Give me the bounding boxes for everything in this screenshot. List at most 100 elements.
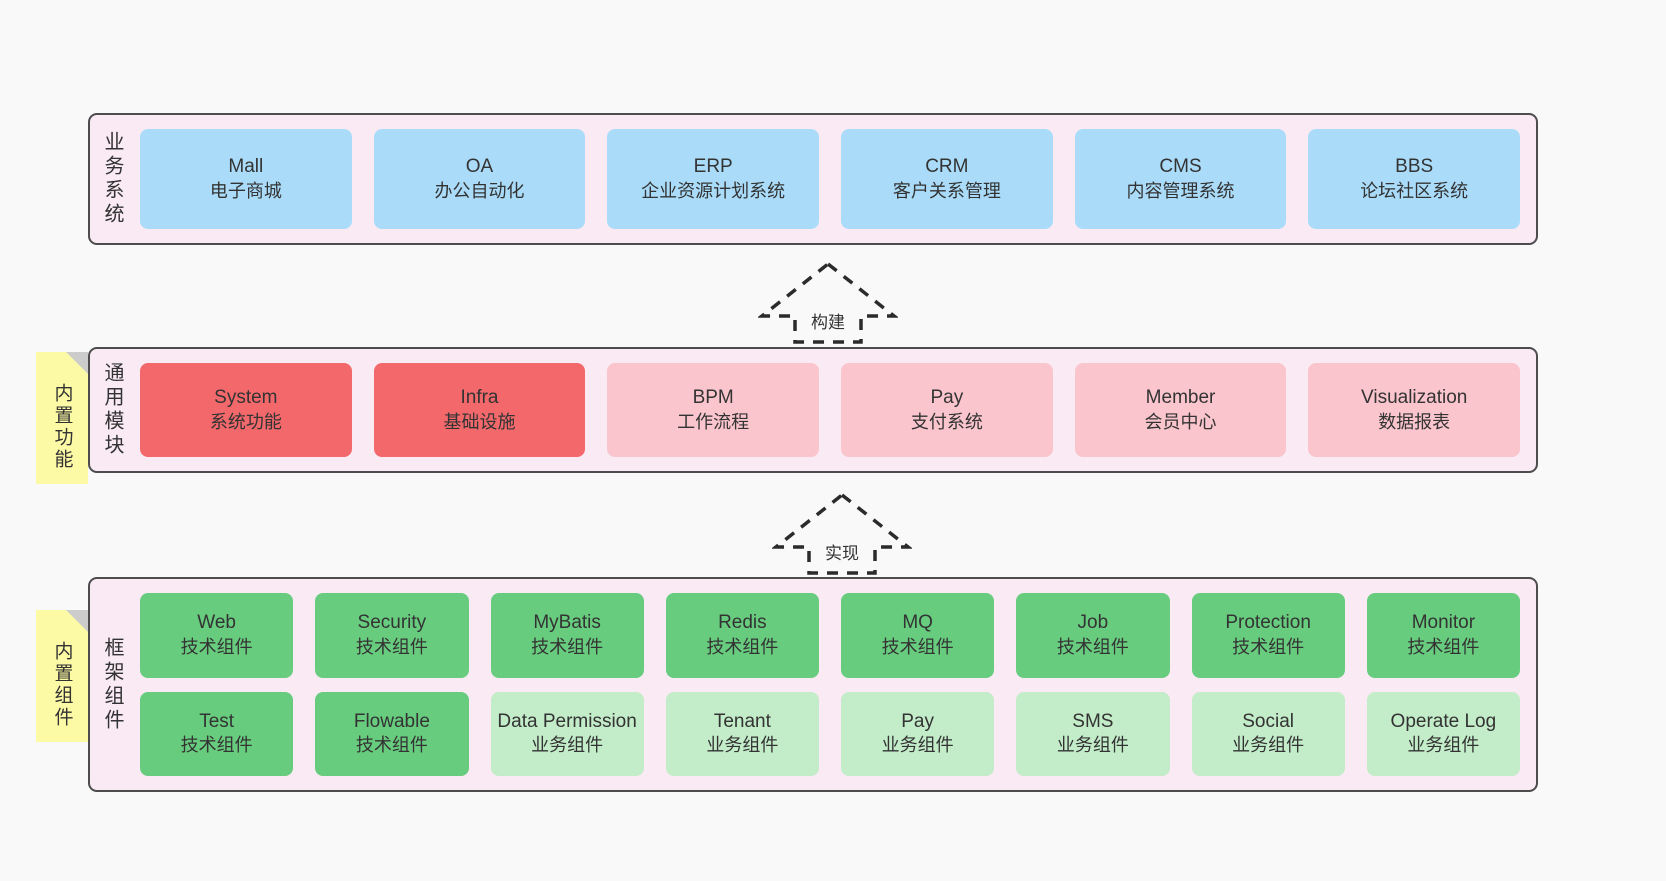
module-box-flowable[interactable]: Flowable 技术组件: [315, 691, 469, 776]
module-desc: 系统功能: [209, 411, 282, 432]
module-box-operate-log[interactable]: Operate Log 业务组件: [1366, 691, 1520, 776]
layer-business-system: 业务系统 Mall 电子商城 OA 办公自动化 ERP 企业资源计划系统 CRM…: [88, 113, 1538, 245]
module-name: CRM: [925, 155, 969, 177]
module-box-job[interactable]: Job 技术组件: [1016, 593, 1170, 678]
module-row: Mall 电子商城 OA 办公自动化 ERP 企业资源计划系统 CRM 客户关系…: [140, 129, 1521, 229]
module-desc: 客户关系管理: [892, 180, 1001, 201]
module-desc: 基础设施: [443, 411, 516, 432]
module-box-member[interactable]: Member 会员中心: [1074, 363, 1287, 457]
module-name: Monitor: [1411, 612, 1476, 634]
module-desc: 工作流程: [677, 411, 750, 432]
module-name: Web: [197, 612, 236, 634]
module-desc: 论坛社区系统: [1360, 180, 1469, 201]
module-name: Social: [1242, 710, 1294, 732]
module-desc: 电子商城: [209, 180, 282, 201]
module-box-tenant[interactable]: Tenant 业务组件: [665, 691, 819, 776]
module-desc: 业务组件: [881, 735, 954, 756]
module-box-infra[interactable]: Infra 基础设施: [373, 363, 586, 457]
note-fold-corner-icon: [66, 610, 88, 632]
module-desc: 技术组件: [1407, 636, 1480, 657]
module-desc: 业务组件: [531, 735, 604, 756]
layer-common-module: 通用模块 System 系统功能 Infra 基础设施 BPM 工作流程 Pay…: [88, 347, 1538, 473]
module-box-test[interactable]: Test 技术组件: [140, 691, 294, 776]
module-name: Pay: [930, 386, 964, 408]
layer-body-framework-component: Web 技术组件 Security 技术组件 MyBatis 技术组件 Redi…: [134, 579, 1536, 790]
uml-arrow-build-shape: [758, 261, 898, 344]
module-desc: 技术组件: [180, 636, 253, 657]
module-name: Tenant: [713, 710, 771, 732]
layer-title-business-system: 业务系统: [101, 131, 123, 227]
note-builtin-function: 内置功能: [36, 352, 88, 484]
note-fold-corner-icon: [66, 352, 88, 374]
module-name: Protection: [1225, 612, 1311, 634]
module-name: Mall: [228, 155, 264, 177]
module-desc: 业务组件: [1407, 735, 1480, 756]
module-box-bpm[interactable]: BPM 工作流程: [607, 363, 820, 457]
module-name: Member: [1145, 386, 1216, 408]
module-desc: 技术组件: [706, 636, 779, 657]
module-name: CMS: [1159, 155, 1202, 177]
module-row-technical: Web 技术组件 Security 技术组件 MyBatis 技术组件 Redi…: [140, 593, 1520, 678]
module-row-business: Test 技术组件 Flowable 技术组件 Data Permission …: [140, 691, 1520, 776]
module-box-mall[interactable]: Mall 电子商城: [140, 129, 352, 229]
module-name: Infra: [460, 386, 499, 408]
module-name: Security: [357, 612, 427, 634]
module-box-erp[interactable]: ERP 企业资源计划系统: [607, 129, 820, 229]
module-name: Pay: [901, 710, 934, 732]
module-box-sms[interactable]: SMS 业务组件: [1016, 691, 1170, 776]
layer-title-framework-component: 框架组件: [101, 636, 123, 733]
module-name: BBS: [1395, 155, 1434, 177]
module-desc: 技术组件: [531, 636, 604, 657]
module-box-mybatis[interactable]: MyBatis 技术组件: [490, 593, 644, 678]
layer-body-business-system: Mall 电子商城 OA 办公自动化 ERP 企业资源计划系统 CRM 客户关系…: [134, 115, 1536, 243]
module-box-security[interactable]: Security 技术组件: [315, 593, 469, 678]
module-box-mq[interactable]: MQ 技术组件: [841, 593, 995, 678]
module-desc: 业务组件: [1232, 735, 1305, 756]
module-name: OA: [465, 155, 494, 177]
module-box-bbs[interactable]: BBS 论坛社区系统: [1308, 129, 1521, 229]
module-name: Test: [199, 710, 235, 732]
uml-arrow-build: 构建: [758, 258, 898, 346]
module-name: BPM: [692, 386, 734, 408]
module-name: SMS: [1072, 710, 1114, 732]
module-box-monitor[interactable]: Monitor 技术组件: [1366, 593, 1520, 678]
module-name: Operate Log: [1390, 710, 1497, 732]
module-desc: 内容管理系统: [1126, 180, 1235, 201]
module-box-pay-business[interactable]: Pay 业务组件: [841, 691, 995, 776]
module-box-social[interactable]: Social 业务组件: [1191, 691, 1345, 776]
uml-arrow-implement: 实现: [772, 489, 912, 577]
module-box-visualization[interactable]: Visualization 数据报表: [1308, 363, 1521, 457]
module-desc: 技术组件: [881, 636, 954, 657]
module-name: Data Permission: [497, 710, 637, 732]
layer-body-common-module: System 系统功能 Infra 基础设施 BPM 工作流程 Pay 支付系统…: [134, 349, 1536, 471]
module-box-crm[interactable]: CRM 客户关系管理: [841, 129, 1053, 229]
module-box-cms[interactable]: CMS 内容管理系统: [1074, 129, 1287, 229]
module-box-pay[interactable]: Pay 支付系统: [841, 363, 1053, 457]
module-desc: 企业资源计划系统: [641, 180, 786, 201]
module-desc: 数据报表: [1378, 411, 1451, 432]
module-desc: 技术组件: [355, 735, 428, 756]
uml-arrow-build-label: 构建: [809, 308, 847, 333]
module-name: MQ: [902, 612, 933, 634]
module-box-data-permission[interactable]: Data Permission 业务组件: [490, 691, 644, 776]
layer-title-common-module: 通用模块: [101, 362, 123, 458]
module-desc: 会员中心: [1144, 411, 1217, 432]
module-name: Flowable: [353, 710, 430, 732]
module-box-system[interactable]: System 系统功能: [140, 363, 352, 457]
layer-framework-component: 框架组件 Web 技术组件 Security 技术组件 MyBatis 技术组件…: [88, 577, 1538, 792]
module-name: Job: [1077, 612, 1109, 634]
uml-arrow-implement-label: 实现: [823, 539, 861, 564]
note-builtin-function-label: 内置功能: [51, 383, 73, 471]
module-desc: 技术组件: [1232, 636, 1305, 657]
uml-arrow-implement-shape: [772, 492, 912, 575]
module-name: ERP: [693, 155, 733, 177]
module-desc: 技术组件: [1056, 636, 1129, 657]
module-box-oa[interactable]: OA 办公自动化: [373, 129, 586, 229]
module-box-redis[interactable]: Redis 技术组件: [665, 593, 819, 678]
module-desc: 技术组件: [180, 735, 253, 756]
module-desc: 支付系统: [910, 411, 983, 432]
module-box-protection[interactable]: Protection 技术组件: [1191, 593, 1345, 678]
module-desc: 办公自动化: [434, 180, 525, 201]
module-box-web[interactable]: Web 技术组件: [140, 593, 294, 678]
